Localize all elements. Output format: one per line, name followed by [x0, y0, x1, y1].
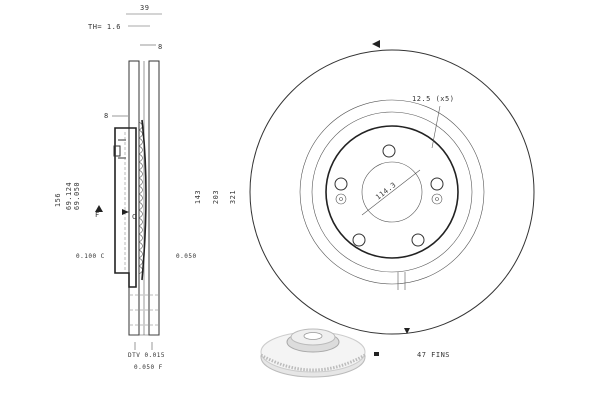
bolt-hole-1 — [382, 144, 396, 158]
fins-bullet-icon — [374, 352, 379, 356]
pcd-label: 114.3 — [374, 181, 398, 202]
rotor-friction-ring — [299, 99, 485, 285]
locating-hole-left — [335, 193, 347, 205]
center-bore — [361, 161, 423, 223]
pcd-dimension-line — [361, 169, 421, 216]
thickness-label: TH= 1.6 — [88, 23, 121, 31]
dtv-tolerance-label: DTV 0.015 — [128, 352, 165, 359]
dimension-321-label: 321 — [229, 190, 237, 204]
rotor-plate-right — [148, 60, 160, 336]
rotor-plate-left — [128, 60, 140, 336]
bolt-hole-5 — [334, 177, 348, 191]
hat-face — [325, 125, 459, 259]
hub-detail — [113, 145, 121, 157]
datum-f-triangle-icon — [95, 205, 103, 212]
hub-section — [114, 127, 137, 288]
bolt-hole-3 — [411, 233, 425, 247]
fins-label: 47 FINS — [417, 351, 450, 359]
bolt-hole-2 — [430, 177, 444, 191]
locating-hole-right — [431, 193, 443, 205]
bolt-spec-label: 12.5 (x5) — [412, 95, 454, 103]
datum-c-arrow-icon — [122, 209, 129, 215]
dimension-69-050-label: 69.050 — [73, 182, 81, 210]
datum-f-label: F — [95, 211, 100, 219]
flatness-tolerance-label: 0.050 F — [134, 364, 163, 371]
left-mark-label: 8 — [104, 112, 109, 120]
top-width-label: 39 — [140, 4, 149, 12]
rotor-outer-edge — [249, 49, 535, 335]
hat-outer-edge — [311, 111, 473, 273]
rotation-arrow-icon — [372, 40, 380, 48]
bolt-hole-4 — [352, 233, 366, 247]
top-mark-label: 8 — [158, 43, 163, 51]
vane-pattern — [138, 121, 143, 275]
tolerance-right-label: 0.050 — [176, 253, 197, 260]
dimension-143-label: 143 — [194, 190, 202, 204]
bolt-spec-leader — [431, 105, 441, 149]
dimension-69-124-label: 69.124 — [65, 182, 73, 210]
dimension-203-label: 203 — [212, 190, 220, 204]
dimension-156-label: 156 — [54, 193, 62, 207]
cross-section-view — [113, 60, 160, 350]
datum-c-label: C — [132, 213, 137, 221]
tolerance-left-label: 0.100 C — [76, 253, 105, 260]
front-view: 114.3 12.5 (x5) — [249, 40, 535, 335]
fin-marker-icon — [404, 328, 410, 334]
vane-profile — [141, 119, 147, 281]
rotor-isometric-thumbnail — [260, 328, 366, 378]
